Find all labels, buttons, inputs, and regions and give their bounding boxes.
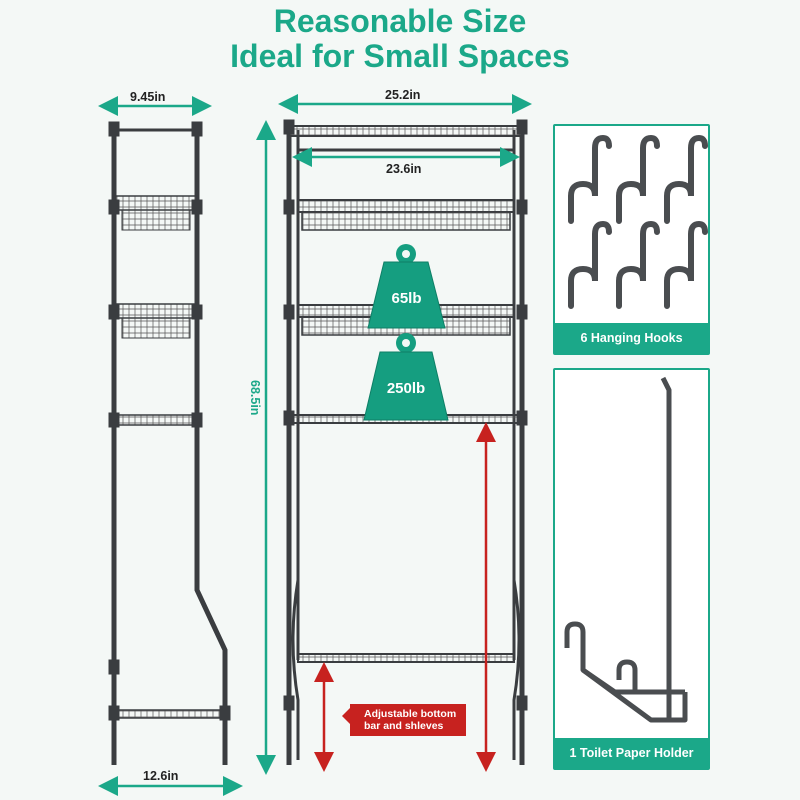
width-outer-label: 25.2in <box>385 88 421 102</box>
hooks-label: 6 Hanging Hooks <box>555 323 708 353</box>
holder-label: 1 Toilet Paper Holder <box>555 738 708 768</box>
toilet-paper-holder-panel: 1 Toilet Paper Holder <box>553 368 710 770</box>
callout-line-1: Adjustable bottom <box>364 708 457 720</box>
page-title: Reasonable Size Ideal for Small Spaces <box>0 4 800 74</box>
toilet-paper-holder-icon <box>564 376 688 723</box>
kettlebell-weight-icon <box>363 333 449 421</box>
width-inner-label: 23.6in <box>386 162 422 176</box>
height-label: 68.5in <box>248 380 262 416</box>
hooks-panel: 6 Hanging Hooks <box>553 124 710 355</box>
title-line-1: Reasonable Size <box>273 3 527 39</box>
depth-bottom-label: 12.6in <box>143 769 179 783</box>
s-hook-icon <box>568 134 708 309</box>
lower-shelf-weight-label: 250lb <box>386 379 426 397</box>
title-line-2: Ideal for Small Spaces <box>230 38 570 74</box>
front-view-rack <box>283 119 528 765</box>
kettlebell-weight-icon <box>367 244 446 329</box>
side-view-rack <box>108 121 231 765</box>
callout-line-2: bar and shleves <box>364 720 444 732</box>
upper-shelf-weight-label: 65lb <box>391 289 422 307</box>
adjustable-callout: Adjustable bottom bar and shleves <box>350 704 467 736</box>
depth-top-label: 9.45in <box>130 90 166 104</box>
